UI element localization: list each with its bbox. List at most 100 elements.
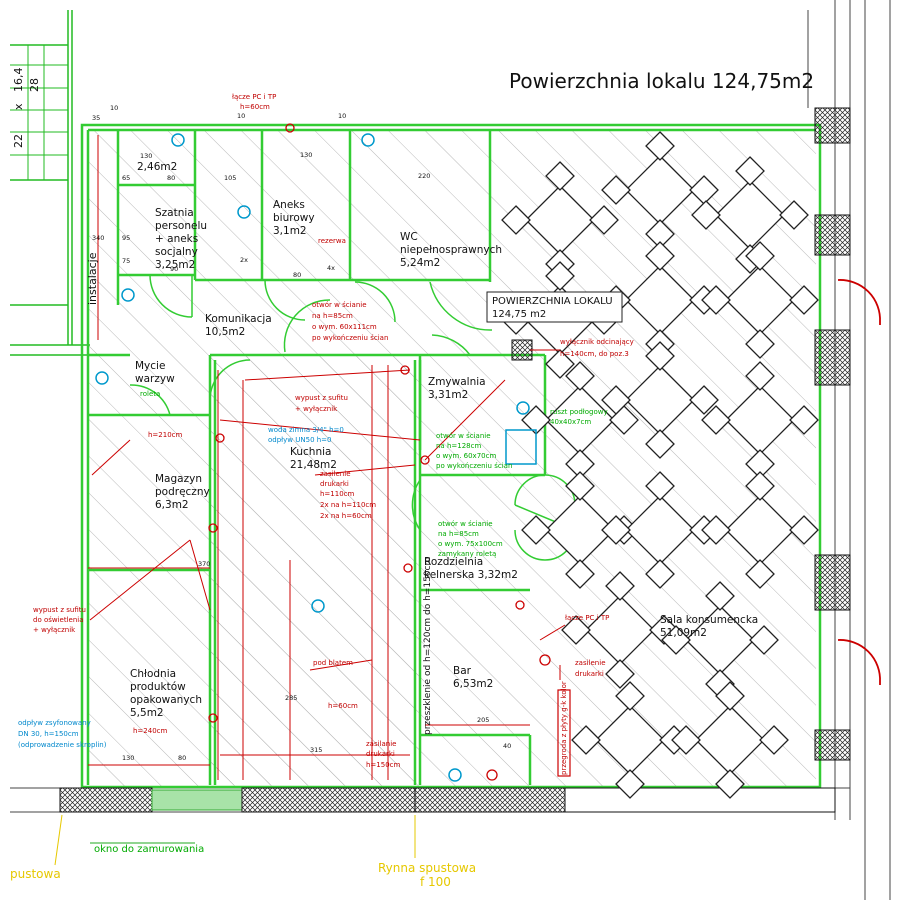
entrance-doors: [837, 279, 881, 685]
dim-95: 95: [122, 234, 130, 242]
area-box-line1: POWIERZCHNIA LOKALU: [492, 296, 613, 307]
note-ruszt-l2: 40x40x7cm: [550, 418, 591, 426]
room-szatnia-l4: socjalny: [155, 246, 198, 258]
room-rozdzielnia-l1: Rozdzielnia: [424, 556, 483, 568]
dim-105: 105: [224, 174, 236, 182]
chair-shape: [605, 571, 635, 601]
room-rozdzielnia-l2: kelnerska 3,32m2: [424, 569, 518, 581]
room-komunikacja-l1: Komunikacja: [205, 313, 272, 325]
chair-shape: [561, 615, 591, 645]
room-komunikacja-area: 10,5m2: [205, 326, 245, 338]
room-aneks-area: 3,1m2: [273, 225, 307, 237]
chair-shape: [661, 625, 691, 655]
note-otwor2-l3: o wym. 60x70cm: [436, 452, 496, 460]
dim-35: 35: [92, 114, 100, 122]
side-mark-x: x: [12, 103, 25, 110]
note-wypust1-l1: wypust z sufitu: [295, 394, 348, 402]
room-wc-l2: niepełnosprawnych: [400, 244, 502, 256]
chair-shape: [701, 515, 731, 545]
dim-4x: 4x: [327, 264, 335, 272]
chair-shape: [565, 559, 595, 589]
note-otwor2-l4: po wykończeniu ścian: [436, 462, 512, 470]
area-box: [486, 291, 623, 323]
area-box-line2: 124,75 m2: [492, 309, 546, 320]
room-szatnia-l3: + aneks: [155, 233, 198, 245]
side-mark-28: 28: [28, 78, 41, 92]
dim-130c: 130: [122, 754, 134, 762]
chair-shape: [565, 361, 595, 391]
chair-shape: [589, 205, 619, 235]
green-notes: otwór w ścianie na h=128cm o wym. 60x70c…: [94, 408, 608, 855]
note-otwor3-l4: zamykany roletą: [438, 550, 496, 558]
chair-shape: [601, 175, 631, 205]
page-title: Powierzchnia lokalu 124,75m2: [509, 69, 814, 93]
przeszklenie-label: przeszklenie od h=120cm do h=150cm: [423, 557, 433, 735]
drain-lines: [54, 814, 416, 866]
room-kuchnia-area: 21,48m2: [290, 459, 337, 471]
dim-80b: 80: [293, 271, 301, 279]
room-bar-l1: Bar: [453, 665, 472, 677]
chair-shape: [601, 385, 631, 415]
note-otwor1-l2: na h=85cm: [312, 312, 353, 320]
note-wypust2-l2: do oświetlenia: [33, 616, 84, 624]
note-woda1: woda zimna 3/4" h=0: [268, 426, 344, 434]
note-otwor2-l1: otwór w ścianie: [436, 432, 491, 440]
blue-notes: woda zimna 3/4" h=0 odpływ UN50 h=0 odpł…: [18, 426, 344, 749]
chair-shape: [691, 200, 721, 230]
dim-10a: 10: [237, 112, 245, 120]
note-otwor1-l4: po wykończeniu ścian: [312, 334, 388, 342]
chair-shape: [735, 156, 765, 186]
note-bar-vertical: przegroda z płyty g-k kolor: [560, 681, 568, 775]
note-wypust2-l1: wypust z sufitu: [33, 606, 86, 614]
note-h60-bar: h=60cm: [328, 702, 358, 710]
room-sala-area: 51,09m2: [660, 627, 707, 639]
dim-130a: 130: [140, 152, 152, 160]
dim-315: 315: [310, 746, 322, 754]
chair-shape: [645, 559, 675, 589]
room-szatnia-l2: personelu: [155, 220, 207, 232]
dim-10c: 10: [110, 104, 118, 112]
room-chlodnia-l1: Chłodnia: [130, 668, 176, 680]
note-okno: okno do zamurowania: [94, 844, 204, 855]
chair-shape: [645, 241, 675, 271]
note-rezerwa: rezerwa: [318, 237, 346, 245]
note-otwor1-l1: otwór w ścianie: [312, 301, 367, 309]
dim-40: 40: [503, 742, 511, 750]
hall-hatch: [210, 355, 415, 785]
electric-notes: łącze PC i TP h=60cm rezerwa otwór w ści…: [33, 93, 634, 769]
chair-shape: [571, 725, 601, 755]
frame-lines: [10, 10, 90, 356]
room-wc-l1: WC: [400, 231, 418, 243]
chair-shape: [545, 161, 575, 191]
masonry: [59, 107, 851, 813]
chair-shape: [701, 405, 731, 435]
chair-shape: [645, 471, 675, 501]
room-chlodnia-area: 5,5m2: [130, 707, 164, 719]
note-zasilenie-l3: h=110cm: [320, 490, 355, 498]
room-small-area: 2,46m2: [137, 161, 177, 173]
dim-130b: 130: [300, 151, 312, 159]
note-otwor1-l3: o wym. 60x111cm: [312, 323, 377, 331]
electric-points: [208, 123, 571, 781]
note-lacze-top: łącze PC i TP: [232, 93, 276, 101]
note-otwor2-l2: na h=128cm: [436, 442, 481, 450]
instalacje-label: instalacje: [86, 252, 99, 305]
dim-80a: 80: [167, 174, 175, 182]
dim-340: 340: [92, 234, 104, 242]
drain-notes: Rynna spustowa f 100 pustowa: [10, 861, 476, 889]
frame-grid: [10, 45, 68, 180]
side-mark-164: 16,4: [12, 68, 25, 93]
note-wylacznik1: wyłącznik odcinający: [560, 338, 634, 346]
note-wypust1-l2: + wyłącznik: [295, 405, 338, 413]
dim-2x: 2x: [240, 256, 248, 264]
room-aneks-l1: Aneks: [273, 199, 305, 211]
note-rynna-left: pustowa: [10, 867, 61, 881]
dim-80c: 80: [178, 754, 186, 762]
room-mycie-l1: Mycie: [135, 360, 165, 372]
room-magazyn-l1: Magazyn: [155, 473, 202, 485]
side-mark-22: 22: [12, 134, 25, 148]
note-otwor3-l3: o wym. 75x100cm: [438, 540, 503, 548]
chair-shape: [645, 341, 675, 371]
note-h210: h=210cm: [148, 431, 183, 439]
